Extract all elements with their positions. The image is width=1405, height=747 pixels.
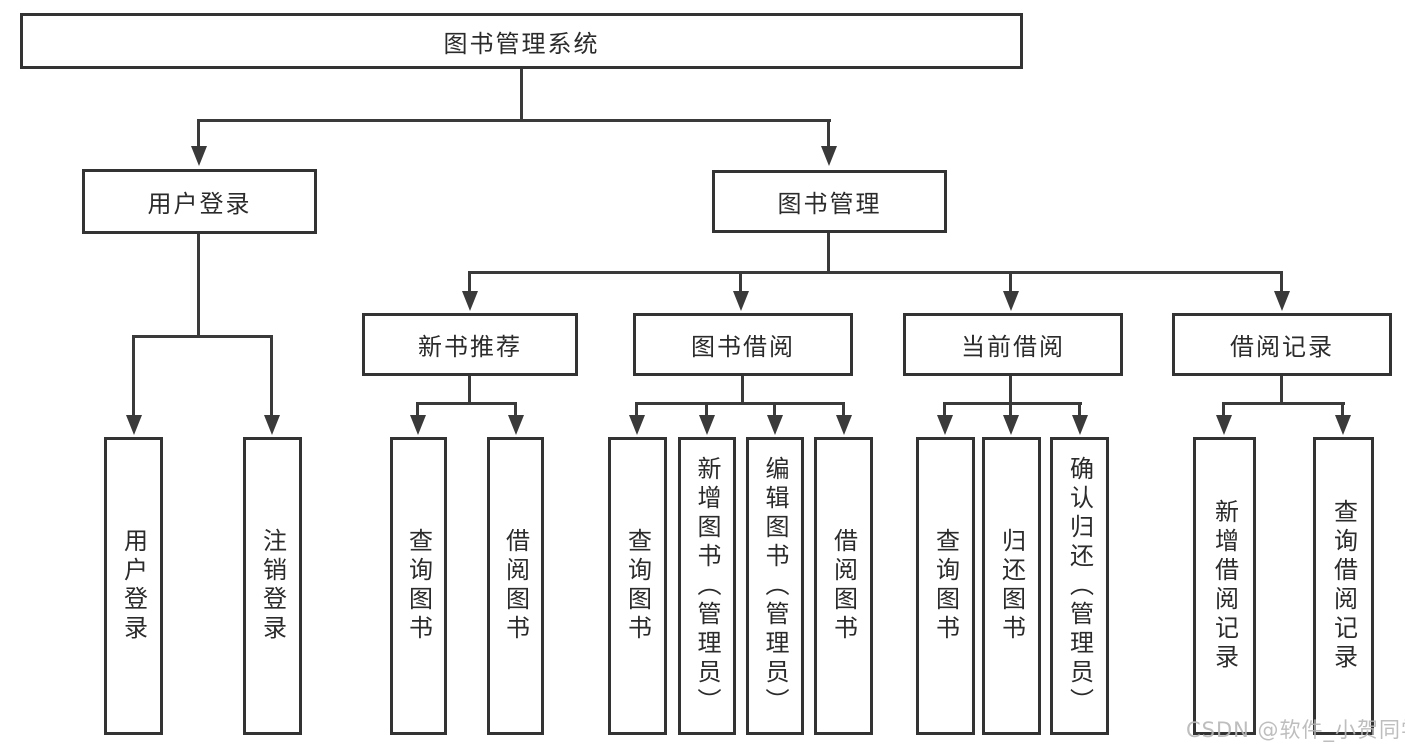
arrow-down-icon (767, 415, 783, 435)
connector-arrow-shaft (842, 402, 845, 416)
connector-arrow-shaft (1280, 271, 1283, 293)
leaf-query-books-recommend: 查询图书 (390, 437, 447, 735)
node-book-borrow: 图书借阅 (633, 313, 853, 376)
leaf-logout: 注销登录 (243, 437, 302, 735)
leaf-add-books-admin: 新增图书（管理员） (678, 437, 736, 735)
connector-recommend-branch (416, 402, 517, 405)
leaf-confirm-return-admin: 确认归还（管理员） (1050, 437, 1109, 735)
connector-arrow-shaft (827, 119, 830, 148)
connector-arrow-shaft (1009, 271, 1012, 293)
arrow-down-icon (462, 291, 478, 311)
connector-current-stem (1009, 376, 1012, 405)
arrow-down-icon (264, 415, 280, 435)
connector-recommend-stem (468, 376, 471, 405)
arrow-down-icon (1003, 415, 1019, 435)
leaf-query-books-borrow: 查询图书 (608, 437, 667, 735)
leaf-return-books: 归还图书 (982, 437, 1041, 735)
connector-arrow-shaft (705, 402, 708, 416)
connector-bookmgmt-branch (468, 271, 1283, 274)
connector-arrow-shaft (773, 402, 776, 416)
arrow-down-icon (191, 146, 207, 166)
leaf-query-books-current: 查询图书 (916, 437, 975, 735)
leaf-user-login: 用户登录 (104, 437, 163, 735)
connector-arrow-shaft (739, 271, 742, 293)
arrow-down-icon (937, 415, 953, 435)
connector-userlogin-stem (197, 234, 200, 338)
csdn-watermark: CSDN @软件_小贺同学 (1186, 718, 1405, 742)
arrow-down-icon (1072, 415, 1088, 435)
arrow-down-icon (410, 415, 426, 435)
node-current-borrow: 当前借阅 (903, 313, 1123, 376)
leaf-query-borrow-record: 查询借阅记录 (1313, 437, 1374, 735)
arrow-down-icon (1216, 415, 1232, 435)
connector-root-stem (520, 69, 523, 121)
arrow-down-icon (733, 291, 749, 311)
connector-current-branch (943, 402, 1082, 405)
connector-arrow-shaft (416, 402, 419, 416)
connector-arrow-shaft (1078, 402, 1081, 416)
connector-bookmgmt-stem (827, 233, 830, 274)
leaf-edit-books-admin: 编辑图书（管理员） (746, 437, 804, 735)
node-new-book-recommend: 新书推荐 (362, 313, 578, 376)
connector-root-branch (197, 119, 831, 122)
leaf-borrow-books-recommend: 借阅图书 (487, 437, 544, 735)
connector-arrow-shaft (270, 335, 273, 416)
connector-borrow-stem (741, 376, 744, 405)
connector-records-stem (1280, 376, 1283, 405)
arrow-down-icon (508, 415, 524, 435)
connector-arrow-shaft (1341, 402, 1344, 416)
connector-borrow-branch (635, 402, 845, 405)
connector-arrow-shaft (1222, 402, 1225, 416)
arrow-down-icon (821, 146, 837, 166)
connector-userlogin-branch (132, 335, 273, 338)
arrow-down-icon (629, 415, 645, 435)
arrow-down-icon (699, 415, 715, 435)
connector-arrow-shaft (468, 271, 471, 293)
node-user-login: 用户登录 (82, 169, 317, 234)
arrow-down-icon (1003, 291, 1019, 311)
leaf-borrow-books: 借阅图书 (814, 437, 873, 735)
root-node: 图书管理系统 (20, 13, 1023, 69)
arrow-down-icon (1335, 415, 1351, 435)
node-book-management: 图书管理 (712, 170, 947, 233)
arrow-down-icon (126, 415, 142, 435)
connector-arrow-shaft (1009, 402, 1012, 416)
connector-arrow-shaft (635, 402, 638, 416)
arrow-down-icon (1274, 291, 1290, 311)
node-borrow-records: 借阅记录 (1172, 313, 1392, 376)
connector-arrow-shaft (514, 402, 517, 416)
connector-arrow-shaft (197, 119, 200, 148)
arrow-down-icon (836, 415, 852, 435)
connector-arrow-shaft (943, 402, 946, 416)
leaf-add-borrow-record: 新增借阅记录 (1193, 437, 1256, 735)
connector-records-branch (1222, 402, 1345, 405)
connector-arrow-shaft (132, 335, 135, 416)
